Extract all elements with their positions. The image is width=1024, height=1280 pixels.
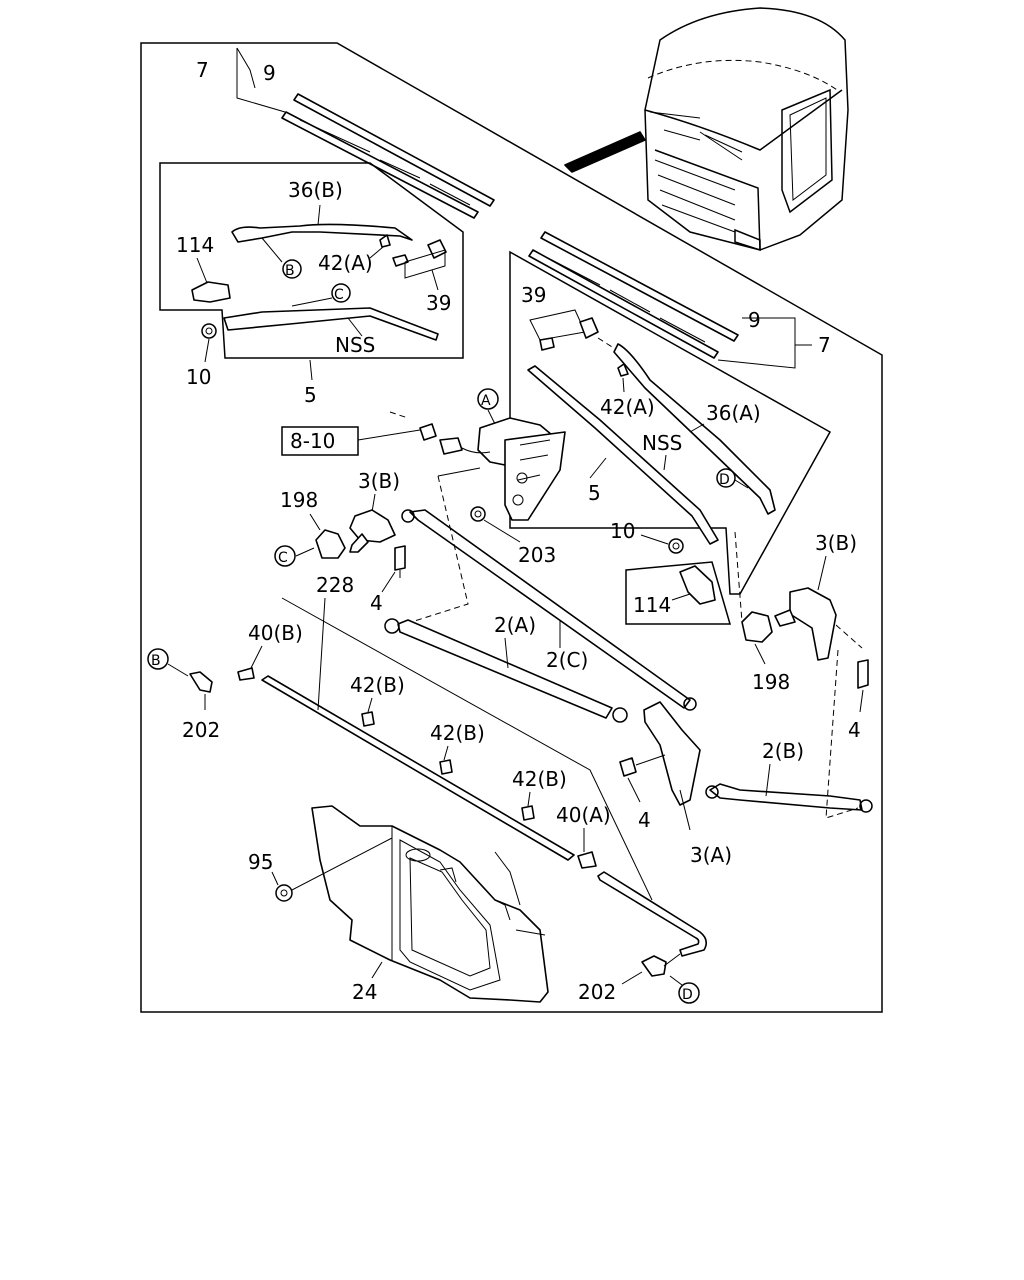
label-42b-2: 42(B) — [430, 721, 485, 745]
truck-cab-illustration — [564, 7, 849, 252]
label-202-left: 202 — [182, 718, 220, 742]
label-2c: 2(C) — [546, 648, 588, 672]
label-95: 95 — [248, 850, 273, 874]
label-42b-1: 42(B) — [350, 673, 405, 697]
label-36b: 36(B) — [288, 178, 343, 202]
label-nss-left: NSS — [335, 333, 375, 357]
pivot-3b-left — [349, 509, 396, 543]
callout-c-top — [331, 283, 351, 303]
label-39-left: 39 — [426, 291, 451, 315]
label-4-left: 4 — [370, 591, 383, 615]
svg-text:A: A — [481, 393, 491, 409]
svg-text:C: C — [334, 287, 344, 303]
label-228: 228 — [316, 573, 354, 597]
grommet-198-right — [741, 611, 773, 643]
label-36a: 36(A) — [706, 401, 761, 425]
label-3b-left: 3(B) — [358, 469, 400, 493]
diagram-frame — [140, 42, 883, 1013]
connector — [419, 423, 437, 441]
hose-228 — [261, 675, 575, 861]
right-arm-group-frame — [509, 250, 832, 595]
bolt-4-mid — [619, 757, 637, 777]
label-nss-right: NSS — [642, 431, 682, 455]
label-40a: 40(A) — [556, 803, 611, 827]
link-rod-2b — [709, 783, 863, 811]
connector-202-right — [641, 955, 667, 977]
label-9-left: 9 — [263, 61, 276, 85]
label-42a-right: 42(A) — [600, 395, 655, 419]
label-203: 203 — [518, 543, 556, 567]
callout-a — [477, 388, 499, 410]
nut-203 — [470, 506, 486, 522]
ref-8-10: 8-10 — [290, 429, 335, 453]
left-arm-group-frame — [159, 162, 464, 359]
link-rod-2c — [409, 509, 691, 709]
wiper-arm-right — [527, 365, 719, 545]
washer-tank — [311, 805, 549, 1003]
label-7-right: 7 — [818, 333, 831, 357]
grommet-198-left — [315, 529, 346, 559]
label-7-left: 7 — [196, 58, 209, 82]
label-40b: 40(B) — [248, 621, 303, 645]
label-114-right: 114 — [633, 593, 671, 617]
nut-95 — [275, 884, 293, 902]
svg-text:B: B — [285, 263, 295, 279]
pivot-3b-right — [789, 587, 837, 661]
callout-b-bot — [147, 648, 169, 670]
ref-box — [281, 426, 359, 456]
label-2b: 2(B) — [762, 739, 804, 763]
label-3a: 3(A) — [690, 843, 732, 867]
label-202-right: 202 — [578, 980, 616, 1004]
nozzle-114-left — [191, 281, 231, 303]
label-42b-3: 42(B) — [512, 767, 567, 791]
label-198-left: 198 — [280, 488, 318, 512]
svg-text:D: D — [682, 987, 693, 1003]
svg-text:B: B — [151, 653, 161, 669]
label-9-right: 9 — [748, 308, 761, 332]
nozzle-114-right — [679, 565, 716, 605]
label-5-left: 5 — [304, 383, 317, 407]
crank-3a — [643, 701, 701, 806]
wiper-blade-right — [528, 231, 739, 359]
connector-202-left — [189, 671, 213, 693]
label-114-left: 114 — [176, 233, 214, 257]
connector-40a — [577, 851, 597, 869]
label-4-mid: 4 — [638, 808, 651, 832]
label-3b-right: 3(B) — [815, 531, 857, 555]
wiper-motor — [477, 417, 566, 521]
svg-text:C: C — [278, 550, 288, 566]
label-10-right: 10 — [610, 519, 635, 543]
label-5-right: 5 — [588, 481, 601, 505]
link-rod-2a — [397, 619, 613, 719]
label-24: 24 — [352, 980, 377, 1004]
nut-10-left — [201, 323, 217, 339]
callout-b-top — [282, 259, 302, 279]
label-42a-left: 42(A) — [318, 251, 373, 275]
label-2a: 2(A) — [494, 613, 536, 637]
callout-d-bot — [678, 982, 700, 1004]
svg-text:D: D — [719, 472, 730, 488]
label-10-left: 10 — [186, 365, 211, 389]
wiper-blade-left — [281, 93, 495, 219]
label-39-right: 39 — [521, 283, 546, 307]
callout-d-top — [716, 468, 736, 488]
callout-c-mid — [274, 545, 296, 567]
nut-10-right — [668, 538, 684, 554]
label-198-right: 198 — [752, 670, 790, 694]
wiper-arm-left — [223, 307, 439, 341]
label-4-right: 4 — [848, 718, 861, 742]
